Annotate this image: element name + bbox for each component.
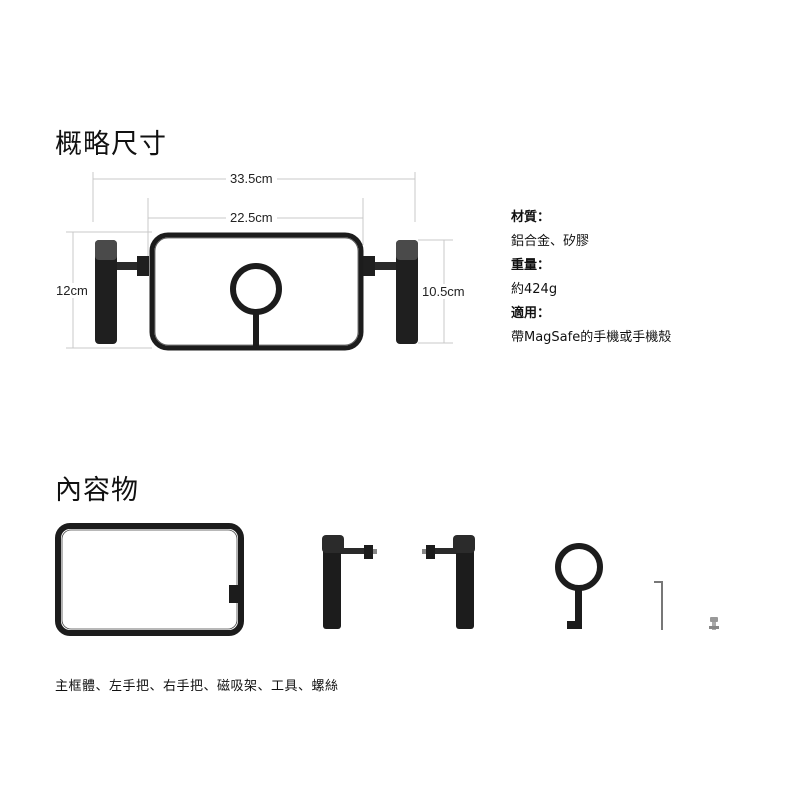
contents-magsafe-image bbox=[555, 543, 603, 629]
contents-right-handle-image bbox=[422, 535, 475, 629]
spec-weight-value: 約424g bbox=[511, 282, 558, 297]
contents-hexkey-image bbox=[654, 581, 663, 630]
left-handle-diagram bbox=[95, 240, 149, 344]
right-handle-diagram bbox=[363, 240, 418, 344]
frame-height-label: 10.5cm bbox=[418, 284, 469, 299]
dimensions-title: 概略尺寸 bbox=[55, 129, 167, 160]
contents-title: 內容物 bbox=[55, 475, 139, 506]
spec-material-label: 材質： bbox=[511, 210, 551, 225]
frame-width-label: 22.5cm bbox=[226, 210, 277, 225]
specs-list: 材質： 鋁合金、矽膠 重量： 約424g 適用： 帶MagSafe的手機或手機殼 bbox=[511, 206, 671, 350]
spec-compat-value: 帶MagSafe的手機或手機殼 bbox=[511, 330, 672, 345]
contents-screw-image bbox=[709, 617, 719, 630]
contents-left-handle-image bbox=[322, 535, 377, 629]
contents-frame-image bbox=[55, 523, 244, 636]
spec-compat-label: 適用： bbox=[511, 306, 551, 321]
overall-width-label: 33.5cm bbox=[226, 171, 277, 186]
spec-material-value: 鋁合金、矽膠 bbox=[511, 234, 590, 249]
overall-height-label: 12cm bbox=[52, 283, 92, 298]
contents-caption: 主框體、左手把、右手把、磁吸架、工具、螺絲 bbox=[55, 679, 339, 694]
spec-weight-label: 重量： bbox=[511, 258, 551, 273]
